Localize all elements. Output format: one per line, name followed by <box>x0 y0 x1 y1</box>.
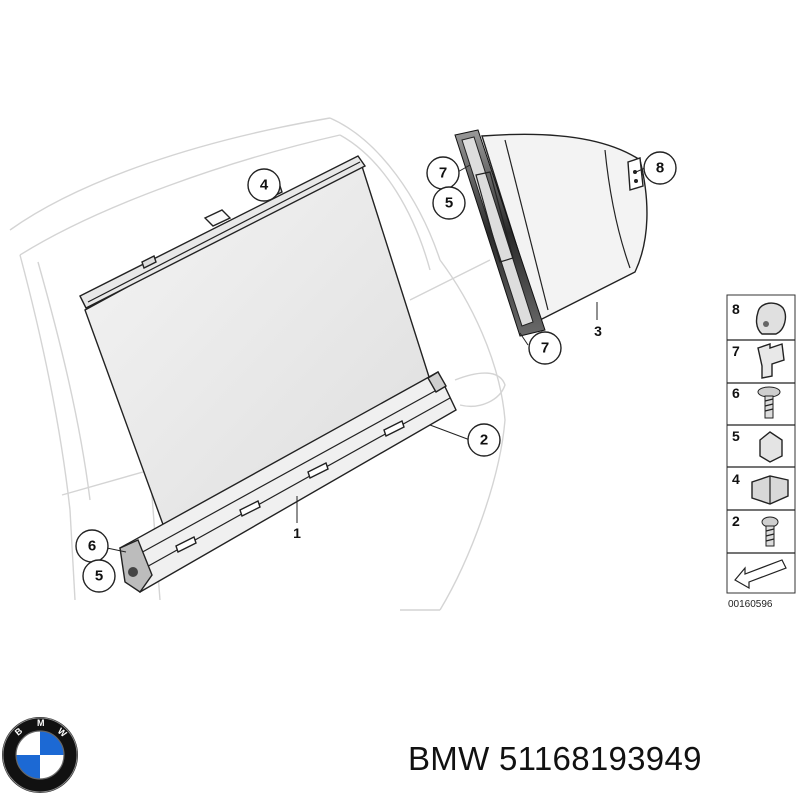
nut-5-icon <box>759 431 783 463</box>
parts-legend: 8 7 6 5 4 2 <box>726 294 796 594</box>
legend-label-2: 2 <box>732 513 740 529</box>
caption-brand: BMW <box>408 740 490 777</box>
legend-label-7: 7 <box>732 343 740 359</box>
housing-slots <box>175 420 405 553</box>
clip-8-icon <box>755 302 787 335</box>
callout-4: 4 <box>247 168 281 202</box>
callout-1: 1 <box>293 525 301 541</box>
callout-6: 6 <box>75 529 109 563</box>
svg-text:6: 6 <box>88 538 96 555</box>
callout-5-bottom: 5 <box>82 559 116 593</box>
legend-label-6: 6 <box>732 385 740 401</box>
clip-7-icon <box>757 343 785 379</box>
svg-text:7: 7 <box>541 340 549 357</box>
diagram-code: 00160596 <box>728 599 773 610</box>
quarter-window-shade <box>454 129 648 337</box>
svg-text:8: 8 <box>656 160 664 177</box>
arrow-icon <box>734 559 787 590</box>
svg-text:M: M <box>37 718 45 728</box>
part-caption: BMW 51168193949 <box>408 740 798 790</box>
legend-label-4: 4 <box>732 471 740 487</box>
svg-text:B: B <box>13 725 25 737</box>
svg-text:5: 5 <box>445 195 453 212</box>
callout-3: 3 <box>594 323 602 339</box>
housing-end-cap <box>119 539 153 593</box>
caption-part-number: 51168193949 <box>499 740 702 777</box>
legend-label-5: 5 <box>732 428 740 444</box>
bmw-logo: B M W <box>2 717 78 793</box>
legend-label-8: 8 <box>732 301 740 317</box>
callout-8: 8 <box>643 151 677 185</box>
svg-text:7: 7 <box>439 165 447 182</box>
svg-text:5: 5 <box>95 568 103 585</box>
callout-7-top: 7 <box>426 156 460 190</box>
svg-text:4: 4 <box>260 177 269 194</box>
sunshade-assembly <box>79 155 457 593</box>
callout-7-bottom: 7 <box>528 331 562 365</box>
callout-5-top: 5 <box>432 186 466 220</box>
svg-text:2: 2 <box>480 432 488 449</box>
callout-2: 2 <box>467 423 501 457</box>
